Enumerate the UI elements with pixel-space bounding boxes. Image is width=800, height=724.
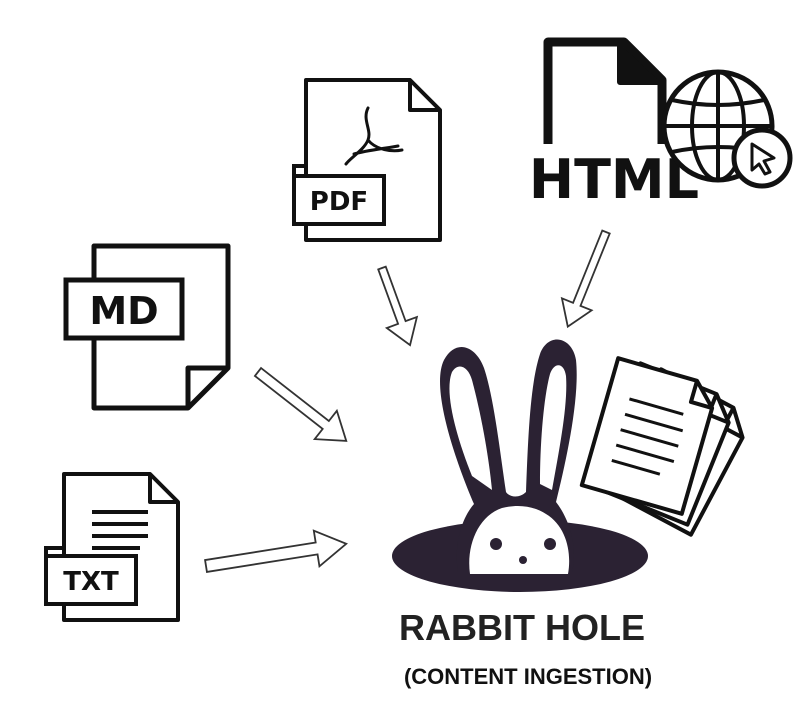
- arrow-txt-to-rabbit: [204, 529, 348, 573]
- md-file-icon: MD: [63, 243, 231, 411]
- arrow-pdf-to-rabbit: [377, 265, 419, 347]
- md-label: MD: [89, 289, 158, 333]
- arrow-html-to-rabbit: [560, 229, 611, 329]
- rabbit-icon: [440, 339, 577, 574]
- cursor-icon: [731, 127, 793, 189]
- destination-title: RABBIT HOLE: [399, 607, 645, 648]
- destination-subtitle: (CONTENT INGESTION): [404, 664, 652, 689]
- pdf-label: PDF: [310, 187, 368, 217]
- rabbit-hole-logo: [392, 339, 648, 592]
- documents-stack-icon: [579, 356, 745, 537]
- pdf-file-icon: PDF: [292, 78, 442, 242]
- txt-label: TXT: [63, 567, 119, 597]
- html-file-icon: HTML: [529, 37, 699, 211]
- txt-file-icon: TXT: [44, 472, 180, 622]
- arrow-md-to-rabbit: [253, 366, 348, 442]
- html-label: HTML: [529, 148, 699, 211]
